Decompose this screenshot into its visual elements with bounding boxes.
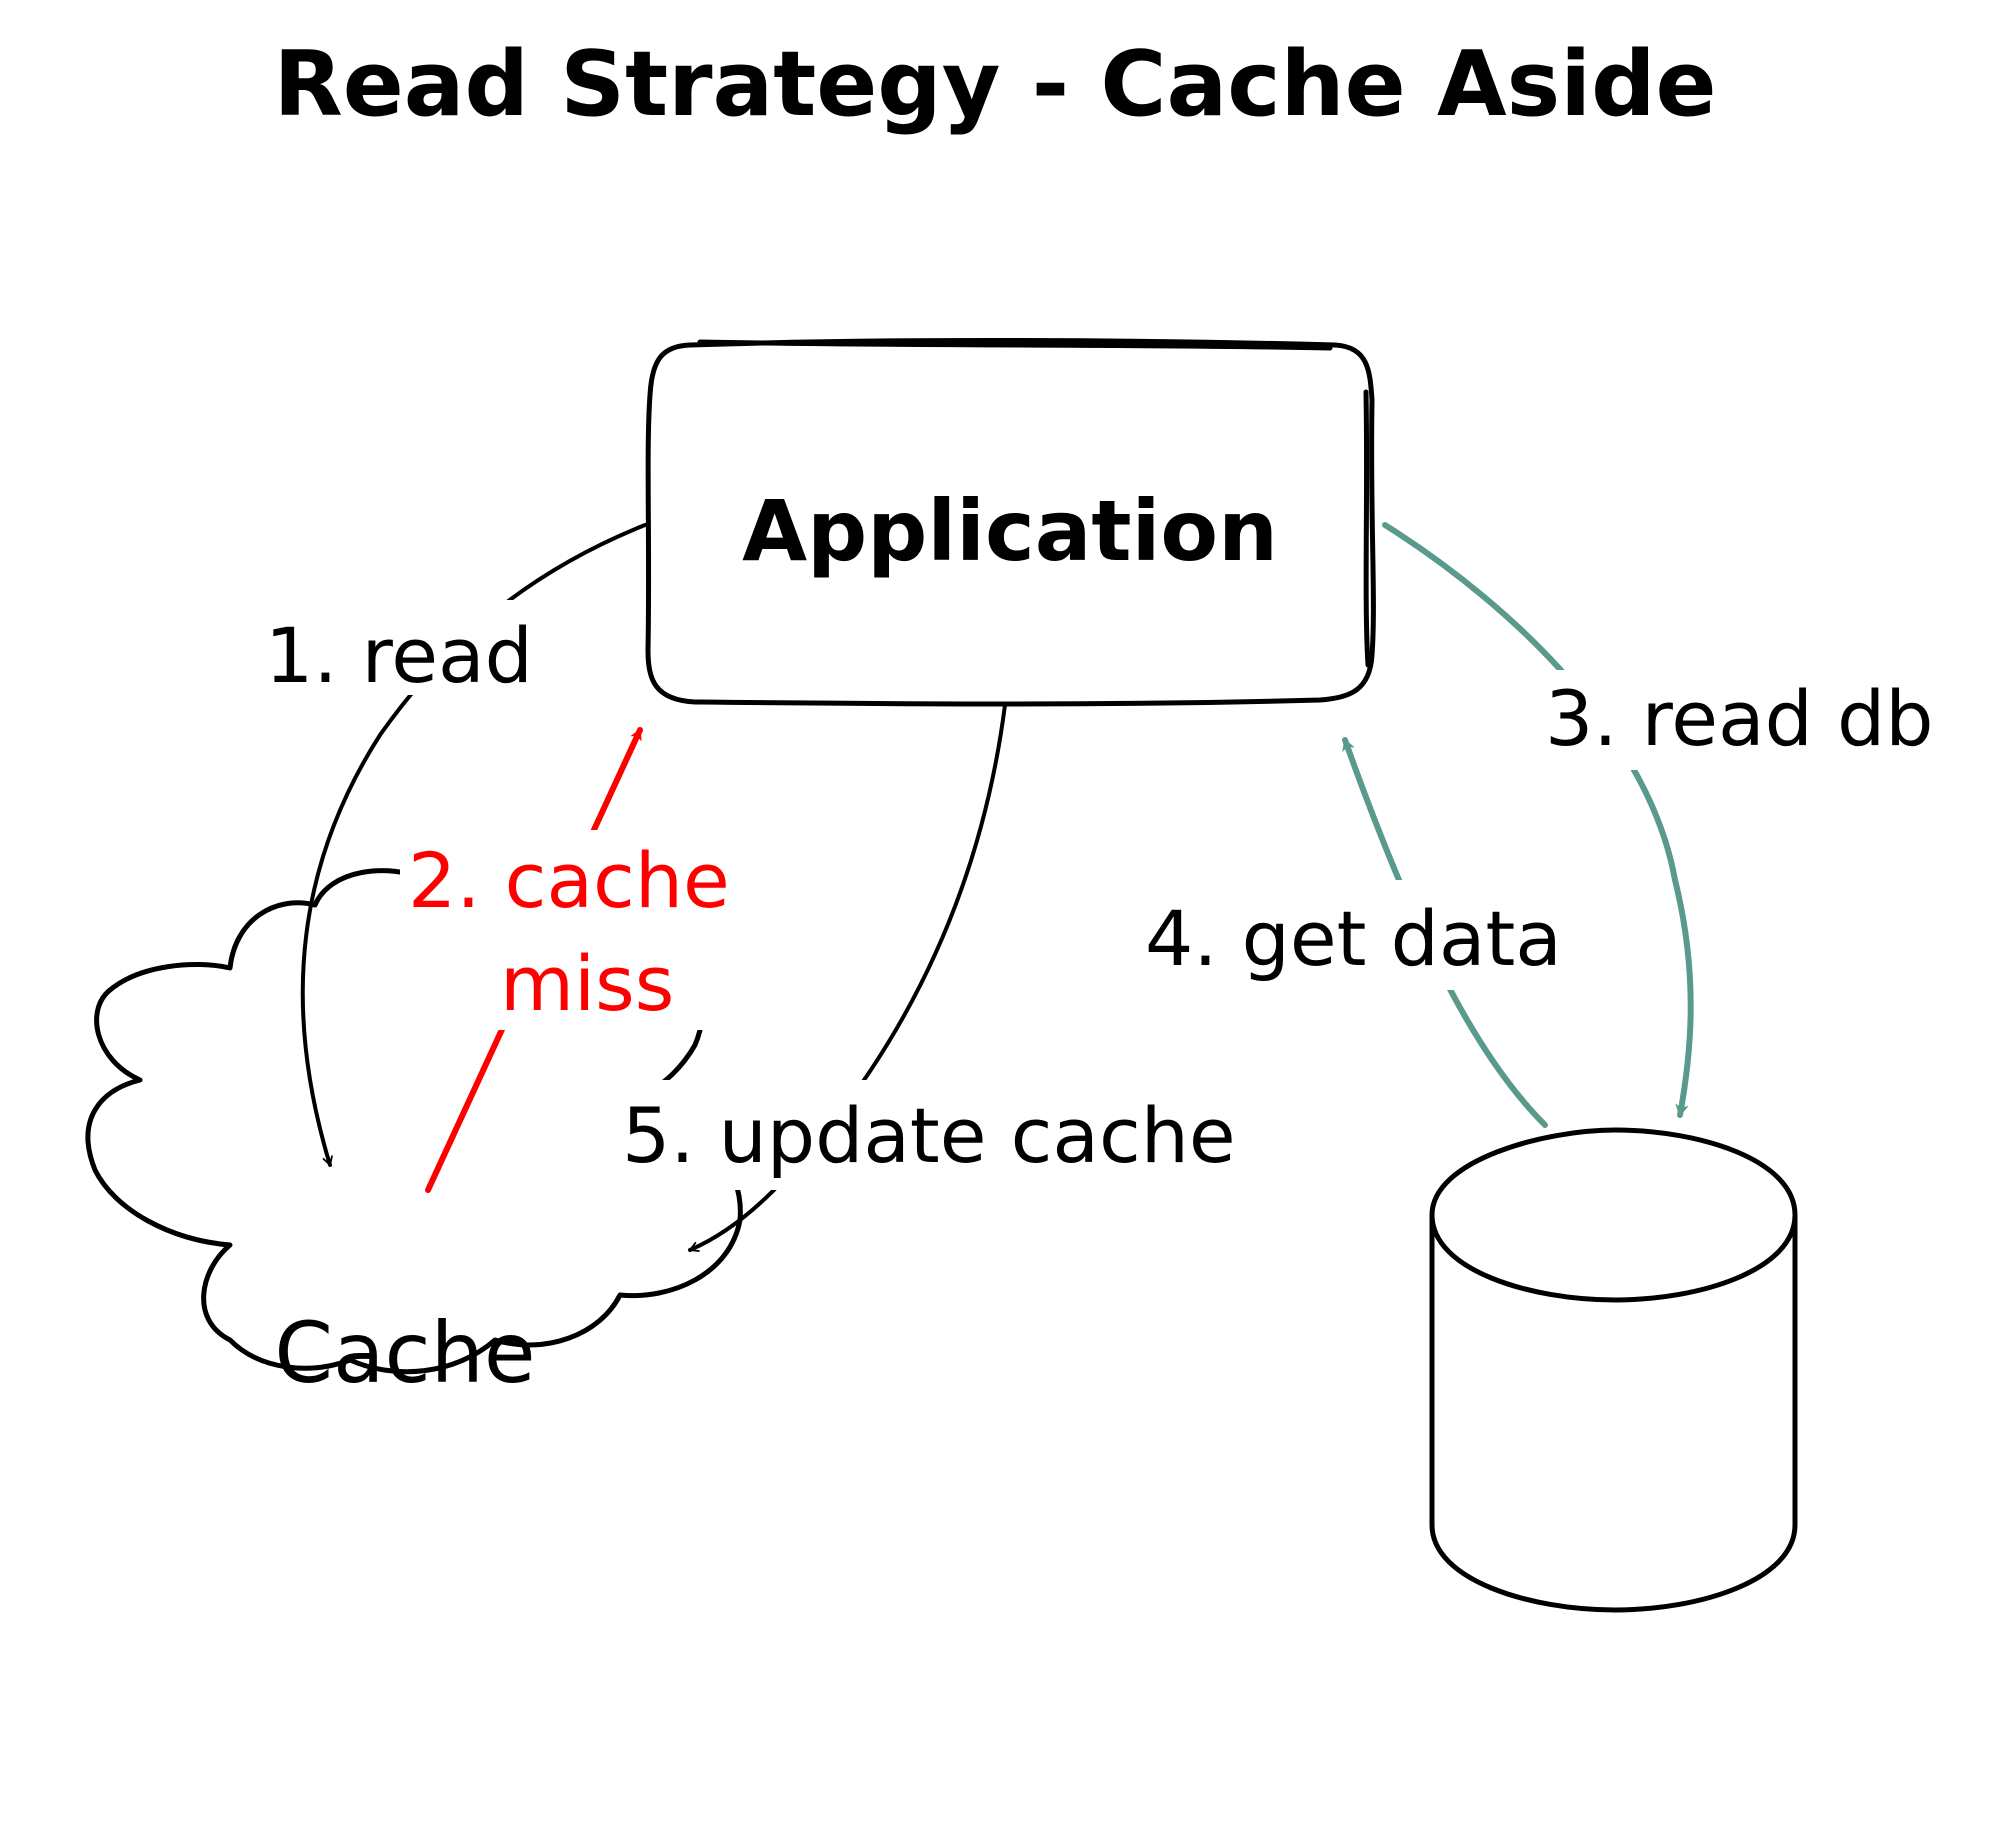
application-node: Application [645, 337, 1376, 707]
step-read-label: 1. read [265, 611, 533, 700]
edge-update-cache [688, 703, 1007, 1252]
step-update-cache: 5. update cache [615, 1080, 1285, 1190]
step-cache-miss: 2. cache miss [400, 830, 770, 1030]
cache-label: Cache [274, 1304, 535, 1402]
application-label: Application [742, 482, 1278, 580]
step-cache-miss-label-line2: miss [500, 939, 674, 1028]
edge-read-db [1382, 522, 1694, 1118]
step-read-db-label: 3. read db [1545, 674, 1933, 763]
step-update-cache-label: 5. update cache [622, 1091, 1236, 1180]
step-read-db: 3. read db [1540, 670, 1980, 770]
step-cache-miss-label-line1: 2. cache [408, 836, 730, 925]
step-get-data-label: 4. get data [1145, 894, 1562, 983]
step-get-data: 4. get data [1140, 880, 1610, 990]
step-read: 1. read [255, 600, 555, 700]
database-icon [1429, 1127, 1798, 1613]
edge-read [300, 523, 647, 1167]
diagram-title: Read Strategy - Cache Aside [273, 32, 1716, 137]
